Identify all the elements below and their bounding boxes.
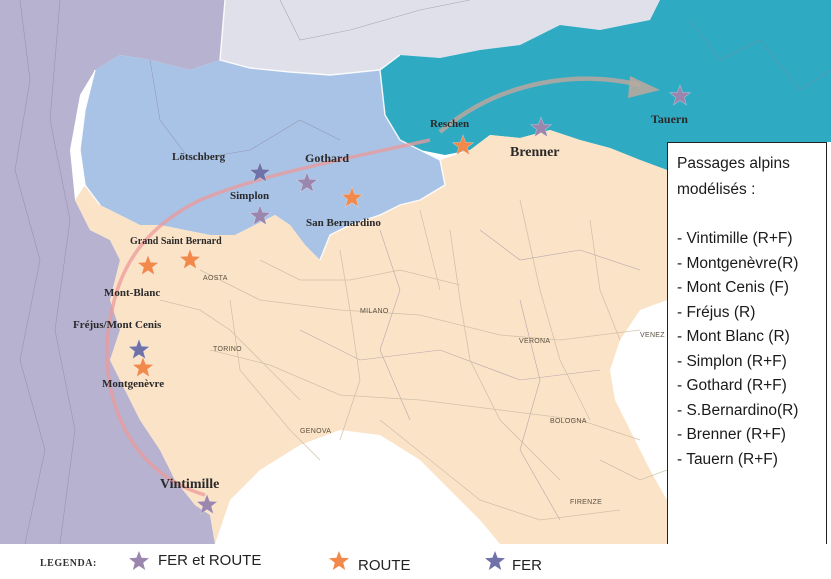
pass-item: - Montgenèvre(R) — [677, 254, 799, 272]
pass-item: - Vintimille (R+F) — [677, 230, 793, 247]
label-tauern: Tauern — [651, 112, 688, 126]
ligurian-sea — [215, 430, 500, 544]
star-marker-frejus — [131, 356, 155, 378]
city-milano: MILANO — [360, 308, 389, 315]
switzerland-region — [80, 55, 445, 260]
corridor-arc-east — [438, 76, 641, 134]
star-marker-gothard — [295, 171, 319, 193]
city-venezia: VENEZ — [640, 332, 665, 339]
legend-star-both — [129, 551, 149, 570]
northern-region — [220, 0, 660, 75]
adriatic-sea — [610, 300, 667, 500]
star-marker-tauern — [668, 84, 692, 106]
pass-item: - S.Bernardino(R) — [677, 401, 799, 419]
pass-item: - Brenner (R+F) — [677, 426, 786, 443]
legend-star-fer — [485, 551, 505, 570]
legend-fer-route: FER et ROUTE — [158, 552, 262, 569]
star-marker-mont-cenis — [127, 338, 151, 360]
star-marker-grand-st-bernard-b — [178, 248, 202, 270]
star-marker-reschen — [451, 134, 475, 156]
label-gothard: Gothard — [305, 151, 349, 165]
label-mont-blanc: Mont-Blanc — [104, 287, 160, 299]
pass-markers — [127, 84, 692, 515]
star-marker-simplon — [248, 204, 272, 226]
label-vintimille: Vintimille — [160, 477, 219, 492]
pass-item: - Gothard (R+F) — [677, 377, 787, 394]
star-marker-grand-st-bernard-a — [136, 254, 160, 276]
italy-region — [75, 130, 667, 544]
label-simplon: Simplon — [230, 190, 269, 202]
legend-fer: FER — [512, 557, 542, 574]
map-legend: LEGENDA: FER et ROUTE ROUTE FER — [0, 544, 831, 579]
city-bologna: BOLOGNA — [550, 418, 587, 425]
label-montgenevre: Montgenèvre — [102, 378, 164, 390]
star-fer-icon — [485, 551, 505, 570]
passes-legend-box: Passages alpins modélisés : - Vintimille… — [667, 142, 827, 563]
star-route-icon — [329, 551, 349, 570]
pass-item: - Fréjus (R) — [677, 303, 756, 321]
legend-route: ROUTE — [358, 557, 411, 574]
passes-title-line1: Passages alpins — [677, 155, 790, 172]
road-network — [159, 199, 668, 521]
legend-title: LEGENDA: — [40, 558, 97, 569]
city-verona: VERONA — [519, 338, 550, 345]
city-torino: TORINO — [213, 346, 242, 353]
label-brenner: Brenner — [510, 145, 560, 160]
corridor-arc-west — [105, 138, 431, 497]
legend-star-route — [329, 551, 349, 570]
star-marker-lotschberg — [248, 161, 272, 183]
austria-region — [380, 0, 831, 170]
label-san-bernardino: San Bernardino — [306, 217, 381, 229]
pass-item: - Mont Blanc (R) — [677, 328, 790, 345]
pass-item: - Mont Cenis (F) — [677, 279, 789, 296]
city-firenze: FIRENZE — [570, 499, 602, 506]
label-lotschberg: Lötschberg — [172, 151, 226, 163]
star-marker-brenner — [529, 116, 553, 138]
label-grand-saint-bernard: Grand Saint Bernard — [130, 236, 222, 247]
star-marker-vintimille — [195, 493, 219, 515]
star-marker-san-bernardino — [340, 186, 364, 208]
passes-list: - Vintimille (R+F) - Montgenèvre(R) - Mo… — [677, 227, 820, 472]
city-aosta: AOSTA — [203, 275, 228, 282]
star-both-icon — [129, 551, 149, 570]
internal-borders — [14, 0, 831, 545]
label-reschen: Reschen — [430, 118, 469, 130]
label-frejus-mont-cenis: Fréjus/Mont Cenis — [73, 319, 162, 331]
france-region — [0, 0, 225, 544]
pass-item: - Tauern (R+F) — [677, 450, 778, 468]
corridor-arrowhead — [628, 76, 660, 98]
city-genova: GENOVA — [300, 428, 331, 435]
pass-item: - Simplon (R+F) — [677, 352, 787, 370]
passes-title-line2: modélisés : — [677, 181, 756, 198]
